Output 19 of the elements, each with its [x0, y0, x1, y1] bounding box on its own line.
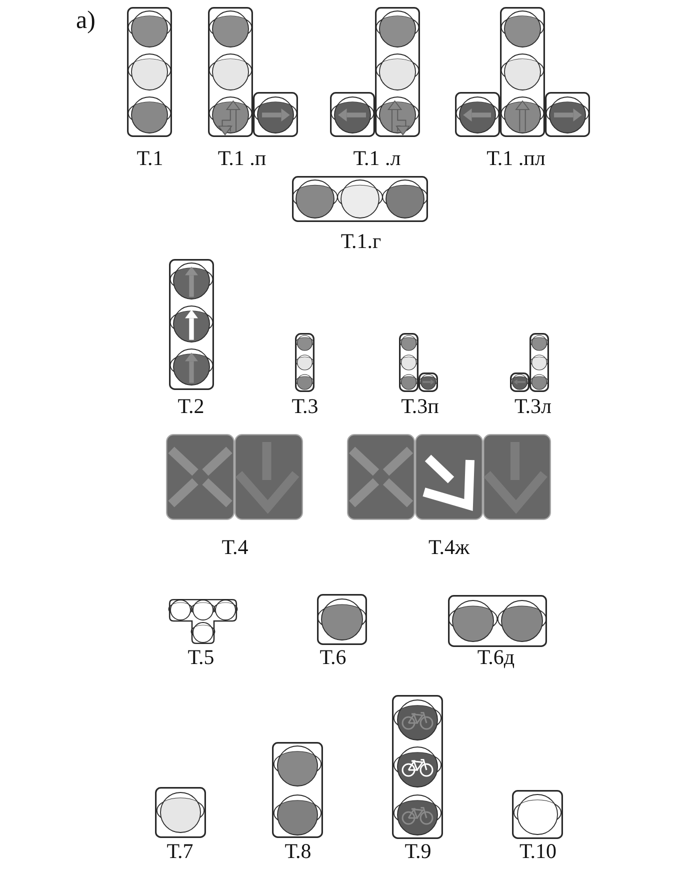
figure-label: Т.8: [284, 841, 312, 862]
figure-label: Т.4ж: [428, 537, 470, 558]
figure-label: Т.1 .л: [353, 148, 401, 169]
figure-label: Т.7: [166, 841, 194, 862]
figure-label: Т.3л: [514, 396, 552, 417]
figure-label: Т.1 .пл: [486, 148, 546, 169]
figure-label: Т.1 .п: [218, 148, 266, 169]
figure-label: Т.6д: [477, 647, 515, 668]
figure-label: Т.1: [136, 148, 164, 169]
figure-label: Т.3: [292, 396, 318, 417]
figure-label: Т.10: [520, 841, 556, 862]
panel-label: а): [76, 8, 96, 33]
figure-label: Т.2: [178, 396, 204, 417]
figure-label: Т.9: [404, 841, 432, 862]
figure-label: Т.4: [222, 537, 248, 558]
figure-label: Т.3п: [401, 396, 439, 417]
figure-label: Т.5: [188, 647, 214, 668]
figure-label: Т.1.г: [340, 231, 382, 252]
figure-label: Т.6: [320, 647, 346, 668]
